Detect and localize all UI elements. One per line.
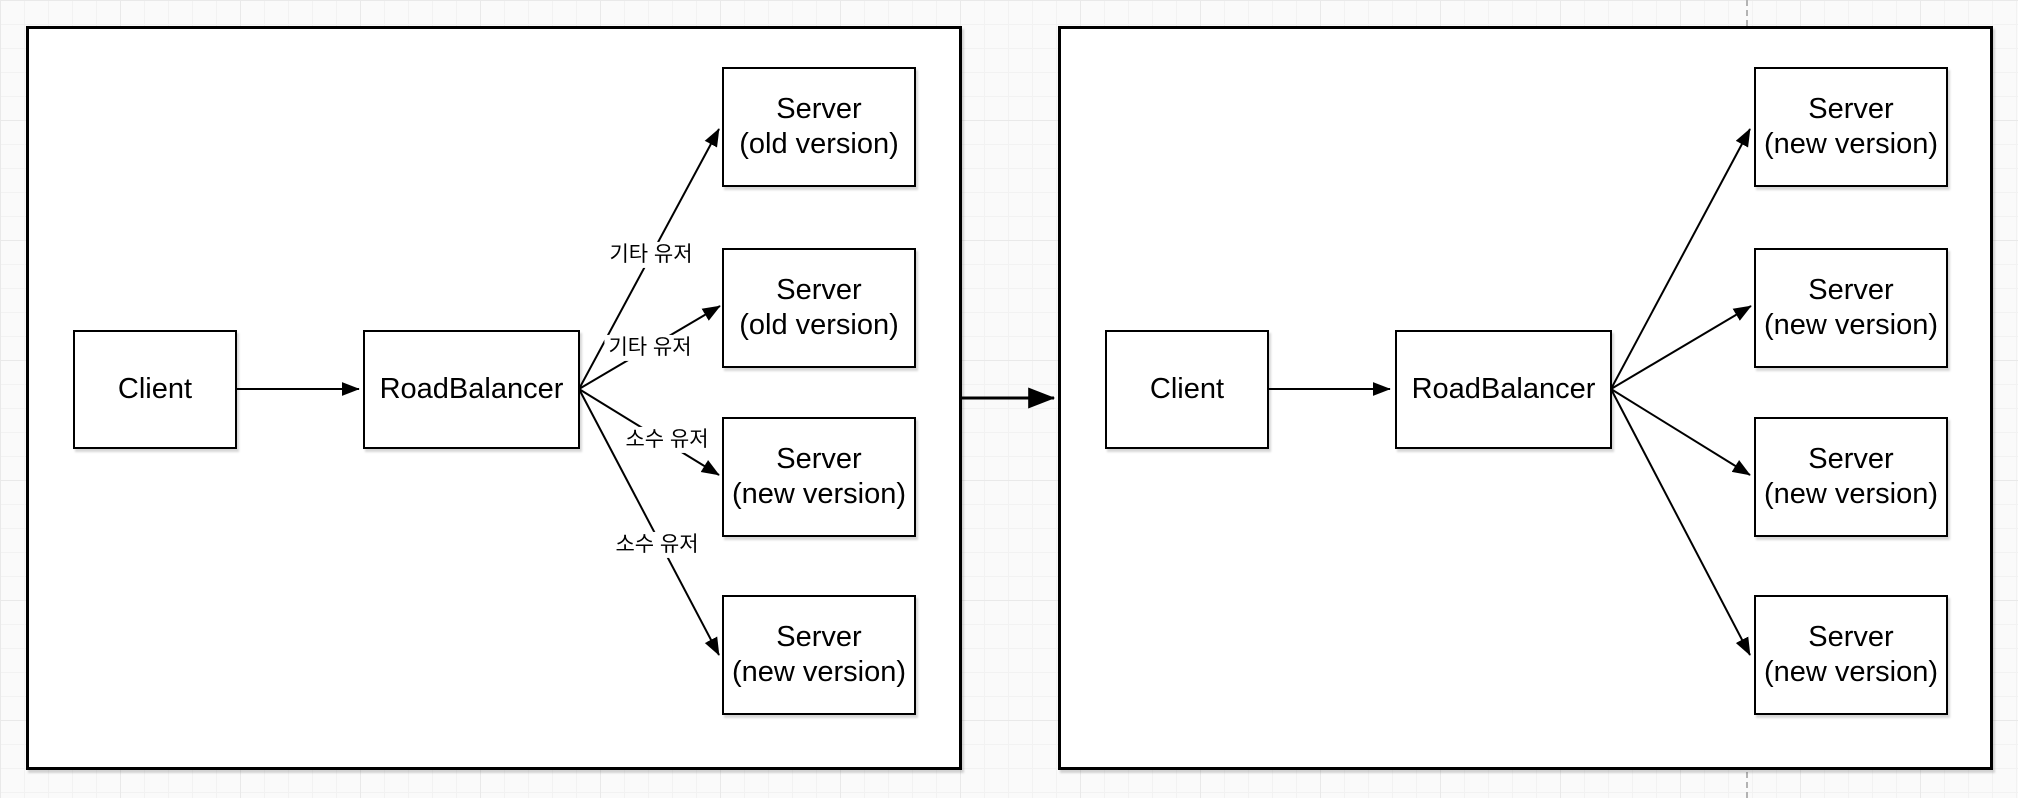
server-version: (new version): [731, 656, 907, 688]
server-name: Server: [776, 273, 862, 306]
edge-label-minority-users-1: 소수 유저: [621, 426, 713, 454]
server-version: (new version): [1763, 656, 1939, 688]
right-server-node-2: Server (new version): [1754, 248, 1948, 368]
server-version: (old version): [739, 128, 899, 160]
server-name: Server: [776, 92, 862, 125]
server-version: (new version): [1763, 478, 1939, 510]
left-client-node: Client: [73, 330, 237, 449]
right-server-node-3: Server (new version): [1754, 417, 1948, 537]
right-server-node-1: Server (new version): [1754, 67, 1948, 187]
server-version: (old version): [739, 309, 899, 341]
server-version: (new version): [1763, 309, 1939, 341]
right-loadbalancer-label: RoadBalancer: [1411, 372, 1596, 405]
server-name: Server: [776, 442, 862, 475]
right-client-label: Client: [1149, 372, 1225, 405]
edge-label-minority-users-2: 소수 유저: [611, 531, 703, 559]
left-loadbalancer-label: RoadBalancer: [379, 372, 564, 405]
left-server-node-3: Server (new version): [722, 417, 916, 537]
right-loadbalancer-node: RoadBalancer: [1395, 330, 1612, 449]
right-client-node: Client: [1105, 330, 1269, 449]
left-server-node-1: Server (old version): [722, 67, 916, 187]
server-name: Server: [1808, 442, 1894, 475]
left-client-label: Client: [117, 372, 193, 405]
left-server-node-2: Server (old version): [722, 248, 916, 368]
edge-label-other-users-2: 기타 유저: [604, 334, 696, 362]
left-loadbalancer-node: RoadBalancer: [363, 330, 580, 449]
server-name: Server: [1808, 273, 1894, 306]
server-name: Server: [776, 620, 862, 653]
server-name: Server: [1808, 620, 1894, 653]
server-version: (new version): [731, 478, 907, 510]
left-server-node-4: Server (new version): [722, 595, 916, 715]
edge-label-other-users-1: 기타 유저: [605, 241, 697, 269]
right-diagram-panel: Client RoadBalancer Server (new version)…: [1058, 26, 1993, 770]
server-name: Server: [1808, 92, 1894, 125]
left-diagram-panel: Client RoadBalancer Server (old version)…: [26, 26, 962, 770]
right-server-node-4: Server (new version): [1754, 595, 1948, 715]
server-version: (new version): [1763, 128, 1939, 160]
